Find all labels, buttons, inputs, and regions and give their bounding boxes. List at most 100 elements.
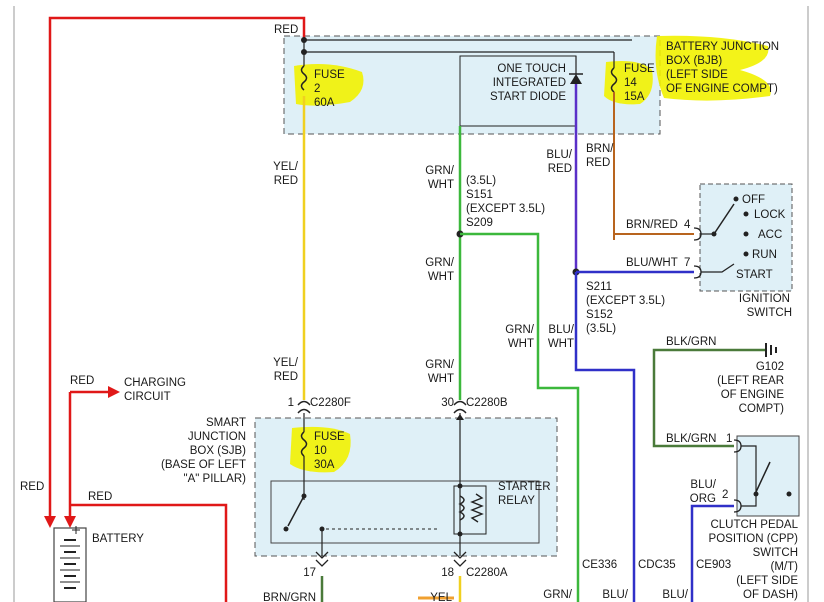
wire-label-blu-wht-right-1: BLU/ <box>548 324 574 336</box>
wire-label-blk-grn-top: BLK/GRN <box>666 336 717 348</box>
wire-label-grn-wht-mid-2: WHT <box>428 271 454 283</box>
c2280a-17-arrow-icon <box>315 551 329 559</box>
fuse10-highlight <box>290 426 351 473</box>
wire-label-grn-wht-lower-2: WHT <box>428 373 454 385</box>
wire-label-blu-wht-right-2: WHT <box>548 338 574 350</box>
blu-org-wire <box>690 504 734 602</box>
splice-lower-label-2: (EXCEPT 3.5L) <box>586 295 665 307</box>
fuse14-symbol-icon <box>610 67 618 93</box>
c2280a-18-arrow-2-icon <box>453 559 467 567</box>
diode-label-2: INTEGRATED <box>493 77 566 89</box>
splice-upper-label-2: S151 <box>466 189 493 201</box>
wire-label-blu-wht-h: BLU/WHT <box>626 257 678 269</box>
fuse14-highlight <box>604 61 653 105</box>
ign-position-acc: ACC <box>758 229 782 241</box>
ign-acc-contact <box>743 231 749 237</box>
bjb-label-2: BOX (BJB) <box>666 55 722 67</box>
charging-label-2: CIRCUIT <box>124 391 171 403</box>
battery-arrow-right-icon <box>64 516 76 528</box>
fuse10-symbol-icon <box>300 431 308 457</box>
ign-pin7-label: 7 <box>684 257 690 269</box>
wire-label-bottom-grn: GRN/ <box>543 589 573 601</box>
fuse2-symbol-icon <box>300 65 308 91</box>
ign-position-lock: LOCK <box>754 209 786 221</box>
bjb-label-3: (LEFT SIDE <box>666 69 728 81</box>
c2280b-connector-icon <box>453 400 467 406</box>
diode-label-1: ONE TOUCH <box>497 63 566 75</box>
diode-label-3: START DIODE <box>490 91 566 103</box>
splice-lower-label-4: (3.5L) <box>586 323 616 335</box>
blu-wht-branch <box>574 272 636 602</box>
ground-label-4: COMPT) <box>739 403 785 415</box>
ign-run-contact <box>743 251 749 257</box>
wire-label-red-top: RED <box>274 24 298 36</box>
fuse10-label-2: 10 <box>314 445 327 457</box>
bjb-label-highlight <box>655 35 771 101</box>
c2280a-pin17-label: 17 <box>303 567 316 579</box>
cpp-pivot <box>753 491 759 497</box>
fuse2-label-3: 60A <box>314 97 335 109</box>
circuit-cdc35: CDC35 <box>638 559 676 571</box>
splice-lower-label-3: S152 <box>586 309 613 321</box>
sjb-label-5: "A" PILLAR) <box>184 473 247 485</box>
wire-label-bottom-blu-1: BLU/ <box>602 589 628 601</box>
wire-label-brn-red-h: BRN/RED <box>626 219 678 231</box>
wire-label-blu-org-2: ORG <box>690 493 716 505</box>
wire-label-bottom-blu-2: BLU/ <box>662 589 688 601</box>
wire-label-blk-grn-mid: BLK/GRN <box>666 433 717 445</box>
wire-label-yel-red-upper-1: YEL/ <box>273 161 299 173</box>
c2280a-17-arrow-2-icon <box>315 559 329 567</box>
fuse2-highlight <box>294 64 364 106</box>
wire-label-grn-wht-upper-2: WHT <box>428 179 454 191</box>
wire-label-bottom-yel: YEL <box>430 592 452 602</box>
wire-label-grn-wht-right-2: WHT <box>508 338 534 350</box>
relay-contact-node-2 <box>283 526 289 532</box>
starter-relay-box <box>270 480 540 544</box>
battery-label: BATTERY <box>92 533 144 545</box>
battery-arrow-left-icon <box>44 516 56 528</box>
ground-label-3: OF ENGINE <box>721 389 785 401</box>
red-wire-battery <box>70 503 228 602</box>
relay-coil-node-bottom <box>457 531 463 537</box>
circuit-ce903: CE903 <box>696 559 731 571</box>
wire-label-red-left: RED <box>20 481 44 493</box>
cpp-contact <box>786 491 792 497</box>
wire-label-brn-red-1: BRN/ <box>586 143 614 155</box>
blk-grn-wire-2 <box>652 438 734 448</box>
wire-label-grn-wht-mid-1: GRN/ <box>425 257 455 269</box>
wire-label-grn-wht-upper-1: GRN/ <box>425 165 455 177</box>
c2280a-label: C2280A <box>466 567 508 579</box>
relay-coil-node-top <box>457 483 463 489</box>
relay-switch-arm <box>287 495 305 527</box>
c2280b-pin-label: 30 <box>441 397 454 409</box>
wire-label-brn-red-2: RED <box>586 157 610 169</box>
brn-red-wire <box>613 150 694 235</box>
bjb-node-2 <box>301 49 307 55</box>
c2280f-connector-2-icon <box>297 408 311 414</box>
c2280b-arrow-icon <box>456 414 464 420</box>
sjb-label-1: SMART <box>206 417 246 429</box>
splice-upper-label-1: (3.5L) <box>466 175 496 187</box>
ign-position-start: START <box>736 269 773 281</box>
relay-coil-icon <box>458 495 465 521</box>
relay-label-1: STARTER <box>498 481 551 493</box>
cpp-switch-arm <box>755 461 771 493</box>
relay-resistor-icon <box>470 493 484 523</box>
cpp-label-2: POSITION (CPP) <box>709 533 799 545</box>
cpp-label-4: (M/T) <box>771 561 799 573</box>
sjb-label-3: BOX (SJB) <box>190 445 246 457</box>
splice-upper-label-4: S209 <box>466 217 493 229</box>
ign-start-arm <box>701 263 735 273</box>
sjb-label-2: JUNCTION <box>188 431 246 443</box>
fuse2-label-1: FUSE <box>314 69 345 81</box>
cpp-pin1-label: 1 <box>726 433 732 445</box>
cpp-label-6: OF DASH) <box>743 589 798 601</box>
c2280b-connector-2-icon <box>453 408 467 414</box>
ign-position-run: RUN <box>752 249 777 261</box>
wire-label-yel-red-upper-2: RED <box>274 175 298 187</box>
blk-grn-wire <box>652 348 766 438</box>
ign-lock-contact <box>743 211 749 217</box>
wire-label-blu-red-1: BLU/ <box>546 149 572 161</box>
wire-label-grn-wht-lower-1: GRN/ <box>425 359 455 371</box>
circuit-ce336: CE336 <box>582 559 617 571</box>
